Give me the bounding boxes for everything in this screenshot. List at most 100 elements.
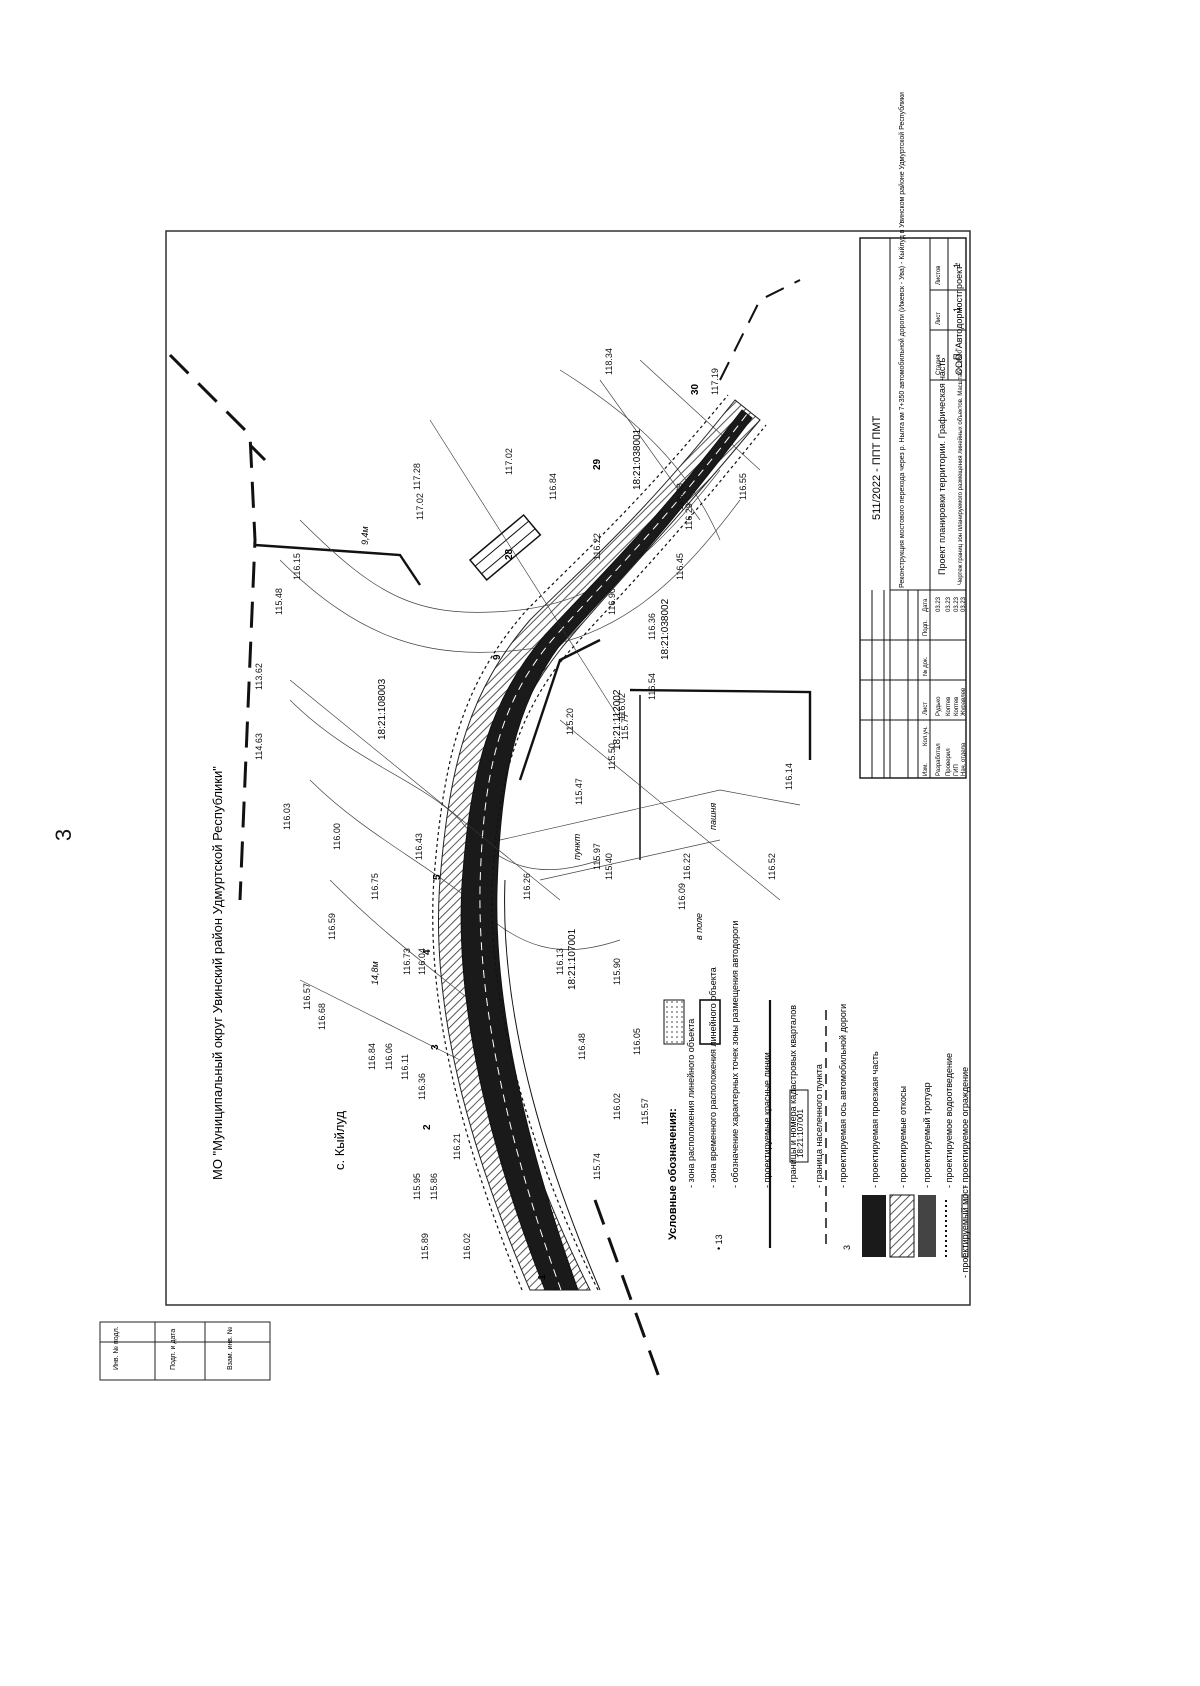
spot-height: 115.50 [607, 743, 617, 770]
cadastral-label: 18:21:038001 [632, 428, 643, 490]
settlement-boundary-south [593, 1199, 662, 1381]
drawing-frame [165, 230, 971, 1306]
legend-item: - проектируемый мост [960, 1185, 970, 1278]
spot-height: 116.26 [522, 873, 532, 900]
spot-height: 117.28 [412, 463, 422, 490]
annotation: 14,8м [370, 961, 380, 985]
stamp-role: Проверил [946, 748, 952, 776]
legend: • 13 18:21:107001 3 Условные обозначения… [663, 921, 970, 1278]
spot-height: 115.57 [640, 1098, 650, 1125]
spot-height: 116.48 [577, 1033, 587, 1060]
annotation: пункт [572, 833, 582, 860]
legend-swatch-slopes [889, 1194, 915, 1258]
road-carriageway [460, 409, 753, 1291]
legend-swatch-carriageway [862, 1195, 886, 1257]
spot-height: 116.90 [607, 588, 617, 615]
annotation: в поле [694, 913, 704, 940]
annotations: пашня в поле пункт 9,4м 14,8м [360, 526, 718, 985]
legend-title: Условные обозначения: [667, 1108, 679, 1240]
stamp-date: 03.23 [954, 596, 960, 612]
spot-height: 116.15 [292, 553, 302, 580]
title-block: 511/2022 - ППТ ПМТ Реконструкция мостово… [859, 92, 967, 779]
survey-lines [289, 419, 781, 1061]
spot-height: 115.86 [429, 1173, 439, 1200]
stamp-code: 511/2022 - ППТ ПМТ [871, 416, 883, 520]
stamp-date: 03.23 [946, 596, 952, 612]
spot-height: 116.09 [677, 883, 687, 910]
road-fence-east [491, 424, 767, 1291]
spot-height: 116.02 [617, 693, 627, 720]
spot-height: 116.02 [462, 1233, 472, 1260]
spot-height: 117.02 [504, 448, 514, 475]
legend-item: - проектируемое ограждение [960, 1067, 970, 1188]
stamp-header: № док. [922, 656, 929, 676]
stamp-stage-header: Листов [936, 266, 942, 286]
stamp-role: Нач. отдела [961, 742, 967, 776]
spot-height: 115.74 [592, 1153, 602, 1180]
stamp-person: Рудько [936, 696, 942, 716]
side-stamp-inv: Инв. № подл. [113, 1326, 120, 1370]
legend-item: - проектируемая ось автомобильной дороги [838, 1004, 848, 1188]
stamp-stage-header: Лист [936, 312, 942, 325]
spot-height: 116.03 [282, 803, 292, 830]
stamp-role: Разработал [936, 743, 942, 776]
spot-height: 116.13 [555, 948, 565, 975]
stamp-company: ООО "Автодормостпроект" [954, 263, 964, 375]
road-fence-west [432, 394, 729, 1291]
station-label: 4 [422, 949, 433, 955]
station-label: 2 [422, 1124, 433, 1130]
cadastral-label: 18:21:038002 [660, 598, 671, 660]
spot-height: 116.48 [675, 483, 685, 510]
spot-height: 116.22 [592, 533, 602, 560]
station-label: 29 [592, 458, 603, 470]
settlement-label: с. Кыйлуд [332, 1110, 347, 1170]
legend-item: - обозначение характерных точек зоны раз… [730, 921, 740, 1188]
stamp-header: Изм. [923, 763, 929, 776]
station-labels: 1 2 3 4 5 9 28 29 30 [422, 383, 701, 1280]
spot-height: 115.77 [620, 713, 630, 740]
spot-height: 116.04 [417, 948, 427, 975]
spot-height: 116.55 [738, 473, 748, 500]
legend-swatch-cadastral [789, 1089, 809, 1163]
legend-item: - проектируемая проезжая часть [870, 1051, 880, 1188]
legend-swatch-bridge [961, 1194, 969, 1258]
stamp-stage-header: Стадия [936, 355, 942, 375]
cadastral-label: 18:21:112002 [612, 689, 623, 750]
legend-item: - проектируемое водоотведение [944, 1053, 954, 1188]
stamp-doc-title: Проект планировки территории. Графическа… [937, 357, 947, 575]
stamp-object: Реконструкция мостового перехода через р… [898, 92, 906, 588]
legend-item: - проектируемые откосы [898, 1086, 908, 1188]
side-stamp-sign: Подп. и дата [170, 1329, 177, 1370]
legend-swatch-sidewalk [918, 1195, 936, 1257]
spot-height: 116.43 [414, 833, 424, 860]
spot-height: 116.06 [384, 1043, 394, 1070]
spot-height: 116.00 [332, 823, 342, 850]
legend-symbol: • 13 [714, 1234, 724, 1250]
spot-height: 118.34 [604, 348, 614, 375]
legend-item: - границы и номера кадастровых кварталов [788, 1005, 798, 1188]
legend-item: - проектируемый тротуар [922, 1082, 932, 1188]
spot-height: 116.05 [632, 1028, 642, 1055]
spot-height: 116.11 [400, 1054, 410, 1080]
stamp-date: 03.23 [936, 596, 942, 612]
spot-height: 115.47 [574, 778, 584, 805]
stamp-person: Коптев [954, 697, 960, 716]
annotation: пашня [708, 803, 718, 830]
spot-height: 115.95 [412, 1173, 422, 1200]
spot-height: 116.36 [647, 613, 657, 640]
cadastral-label: 18:21:108003 [377, 678, 388, 740]
legend-item: - зона временного расположения линейного… [708, 967, 718, 1188]
cadastral-label: 18:21:107001 [567, 928, 578, 990]
red-line-east [629, 688, 812, 760]
stamp-header: Лист [923, 702, 929, 715]
spot-height: 113.62 [254, 663, 264, 690]
legend-swatch-temp-zone [699, 999, 721, 1045]
side-stamp: Инв. № подл. Подп. и дата Взам. инв. № [99, 1321, 271, 1381]
stamp-role: ГИП [954, 764, 960, 776]
station-label: 5 [432, 874, 443, 880]
spot-height: 115.40 [604, 853, 614, 880]
station-label: 1 [537, 1274, 548, 1280]
spot-height: 116.22 [682, 853, 692, 880]
spot-height: 116.73 [402, 948, 412, 975]
